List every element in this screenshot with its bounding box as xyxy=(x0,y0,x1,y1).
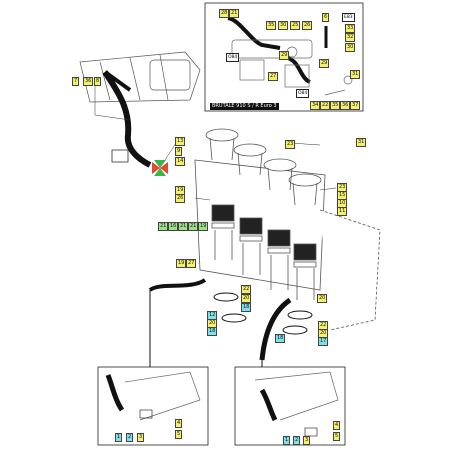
part-label[interactable]: 8 xyxy=(94,77,102,86)
part-label[interactable]: 34 xyxy=(310,101,321,110)
part-label[interactable]: 14 xyxy=(175,157,186,166)
part-label[interactable]: 29 xyxy=(319,59,330,68)
part-label[interactable]: 18 xyxy=(207,327,218,336)
part-label[interactable]: 5 xyxy=(333,432,341,441)
part-label[interactable]: 18 xyxy=(275,334,286,343)
part-label[interactable]: 1 xyxy=(283,436,291,445)
part-label[interactable]: 13 xyxy=(175,137,186,146)
part-label[interactable]: 17 xyxy=(318,337,329,346)
part-label[interactable]: 4 xyxy=(175,419,183,428)
part-label[interactable]: 7 xyxy=(72,77,80,86)
part-label[interactable]: 16 xyxy=(168,222,179,231)
part-label[interactable]: 29 xyxy=(279,51,290,60)
part-label[interactable]: 21 xyxy=(158,222,169,231)
part-label[interactable]: 22 xyxy=(241,285,252,294)
part-label[interactable]: 21 xyxy=(229,9,240,18)
part-label[interactable]: 32 xyxy=(345,33,356,42)
left-hose xyxy=(102,70,152,168)
part-label[interactable]: 21 xyxy=(188,222,199,231)
part-label[interactable]: 36 xyxy=(340,101,351,110)
part-label[interactable]: 23 xyxy=(285,140,296,149)
part-label[interactable]: 19 xyxy=(176,259,187,268)
part-label[interactable]: 35 xyxy=(266,21,277,30)
part-label[interactable]: 11 xyxy=(337,207,348,216)
part-label[interactable]: 22 xyxy=(320,101,331,110)
o-rings xyxy=(213,292,313,335)
part-label[interactable]: 30 xyxy=(345,43,356,52)
valve-fitting xyxy=(111,149,168,176)
bottom-left-inset xyxy=(97,366,209,446)
part-label[interactable]: 6 xyxy=(322,13,330,22)
part-label[interactable]: 1 xyxy=(115,433,123,442)
part-label[interactable]: 30 xyxy=(278,21,289,30)
part-label[interactable]: 5 xyxy=(175,430,183,439)
part-label[interactable]: 9 xyxy=(175,147,183,156)
part-label[interactable]: 19 xyxy=(198,222,209,231)
part-label[interactable]: 36 xyxy=(83,77,94,86)
part-label[interactable]: 28 xyxy=(219,9,230,18)
part-label[interactable]: 2 xyxy=(126,433,134,442)
part-label[interactable]: 31 xyxy=(356,138,367,147)
part-label[interactable]: 21 xyxy=(178,222,189,231)
lower-hose-mid xyxy=(259,297,292,361)
lower-hose-left xyxy=(148,278,207,292)
part-label[interactable]: 18 xyxy=(241,303,252,312)
code-box-e83: E83 xyxy=(342,13,355,22)
part-label[interactable]: 26 xyxy=(302,21,313,30)
part-label[interactable]: 31 xyxy=(350,70,361,79)
part-label[interactable]: 20 xyxy=(241,294,252,303)
part-label[interactable]: 3 xyxy=(137,433,145,442)
inset-title-label: BRUTALE 910 S / R Euro 3 xyxy=(210,103,279,110)
part-label[interactable]: 25 xyxy=(290,21,301,30)
part-label[interactable]: 37 xyxy=(350,101,361,110)
bottom-right-inset xyxy=(234,366,346,446)
part-label[interactable]: 20 xyxy=(317,294,328,303)
fuel-rail-assembly xyxy=(79,51,201,103)
code-box-o84-b: O84 xyxy=(296,89,310,98)
part-label[interactable]: 27 xyxy=(186,259,197,268)
code-box-o84-a: O84 xyxy=(226,53,240,62)
part-label[interactable]: 3 xyxy=(303,436,311,445)
part-label[interactable]: 33 xyxy=(345,24,356,33)
part-label[interactable]: 27 xyxy=(268,72,279,81)
throttle-bodies xyxy=(194,128,381,331)
part-label[interactable]: 35 xyxy=(330,101,341,110)
part-label[interactable]: 2 xyxy=(293,436,301,445)
part-label[interactable]: 4 xyxy=(333,421,341,430)
part-label[interactable]: 26 xyxy=(175,194,186,203)
